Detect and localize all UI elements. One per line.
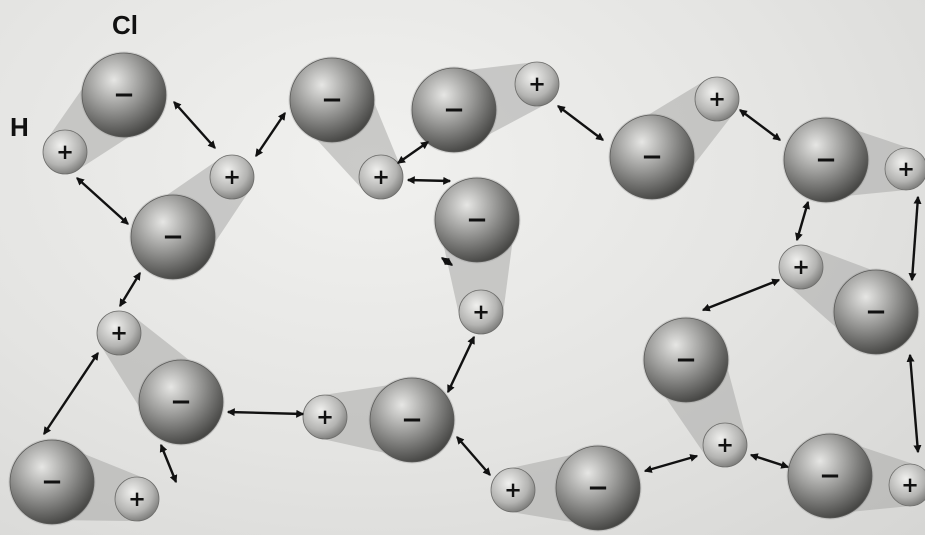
negative-charge-sign: − bbox=[675, 345, 697, 375]
dipole-attraction-arrow bbox=[120, 273, 140, 306]
hcl-molecule: −+ bbox=[787, 433, 925, 520]
positive-charge-sign: + bbox=[56, 140, 74, 164]
hcl-molecule: −+ bbox=[289, 57, 404, 200]
negative-charge-sign: − bbox=[587, 473, 609, 503]
dipole-attraction-arrow bbox=[398, 142, 428, 163]
hcl-molecule: −+ bbox=[491, 445, 642, 532]
dipole-attraction-arrow bbox=[77, 178, 128, 224]
hcl-molecule: −+ bbox=[97, 311, 225, 446]
negative-charge-sign: − bbox=[819, 461, 841, 491]
hcl-molecule: −+ bbox=[779, 245, 920, 356]
positive-charge-sign: + bbox=[316, 405, 334, 429]
dipole-attraction-arrow bbox=[558, 106, 603, 140]
dipole-attraction-arrow bbox=[161, 445, 176, 482]
hcl-molecule: −+ bbox=[9, 439, 160, 526]
hcl-molecule: −+ bbox=[434, 177, 521, 335]
negative-charge-sign: − bbox=[170, 387, 192, 417]
dipole-attraction-arrow bbox=[256, 113, 285, 156]
negative-charge-sign: − bbox=[401, 405, 423, 435]
negative-charge-sign: − bbox=[113, 80, 135, 110]
dipole-attraction-arrow bbox=[751, 455, 788, 467]
positive-charge-sign: + bbox=[897, 157, 915, 181]
negative-charge-sign: − bbox=[815, 145, 837, 175]
hcl-molecule: −+ bbox=[130, 155, 255, 281]
positive-charge-sign: + bbox=[901, 473, 919, 497]
negative-charge-sign: − bbox=[466, 205, 488, 235]
dipole-attraction-arrow bbox=[797, 202, 808, 240]
negative-charge-sign: − bbox=[865, 297, 887, 327]
positive-charge-sign: + bbox=[128, 487, 146, 511]
negative-charge-sign: − bbox=[162, 222, 184, 252]
positive-charge-sign: + bbox=[223, 165, 241, 189]
dipole-attraction-arrow bbox=[44, 353, 98, 434]
hcl-molecule: −+ bbox=[609, 77, 740, 201]
dipole-attraction-arrow bbox=[740, 110, 780, 140]
dipole-attraction-arrow bbox=[174, 102, 215, 148]
positive-charge-sign: + bbox=[716, 433, 734, 457]
hcl-molecule: −+ bbox=[303, 377, 456, 464]
positive-charge-sign: + bbox=[528, 72, 546, 96]
hcl-molecule: −+ bbox=[411, 62, 560, 154]
positive-charge-sign: + bbox=[372, 165, 390, 189]
dipole-attraction-arrow bbox=[228, 412, 303, 414]
dipole-attraction-arrow bbox=[448, 337, 474, 392]
dipole-attraction-arrow bbox=[408, 180, 450, 181]
dipole-attraction-arrow bbox=[645, 456, 697, 471]
hcl-molecule: −+ bbox=[783, 117, 925, 204]
negative-charge-sign: − bbox=[321, 85, 343, 115]
hcl-molecule: −+ bbox=[643, 317, 748, 468]
positive-charge-sign: + bbox=[110, 321, 128, 345]
dipole-attraction-arrow bbox=[457, 437, 490, 475]
dipole-attraction-arrow bbox=[703, 280, 779, 310]
dipole-attraction-arrow bbox=[912, 197, 918, 280]
negative-charge-sign: − bbox=[41, 467, 63, 497]
negative-charge-sign: − bbox=[443, 95, 465, 125]
negative-charge-sign: − bbox=[641, 142, 663, 172]
positive-charge-sign: + bbox=[504, 478, 522, 502]
positive-charge-sign: + bbox=[708, 87, 726, 111]
dipole-attraction-arrow bbox=[910, 355, 918, 452]
molecules-layer: −+−+−+−+−+−+−+−+−+−+−+−+−+−+ bbox=[9, 52, 925, 532]
positive-charge-sign: + bbox=[472, 300, 490, 324]
hcl-molecule: −+ bbox=[43, 52, 168, 175]
positive-charge-sign: + bbox=[792, 255, 810, 279]
